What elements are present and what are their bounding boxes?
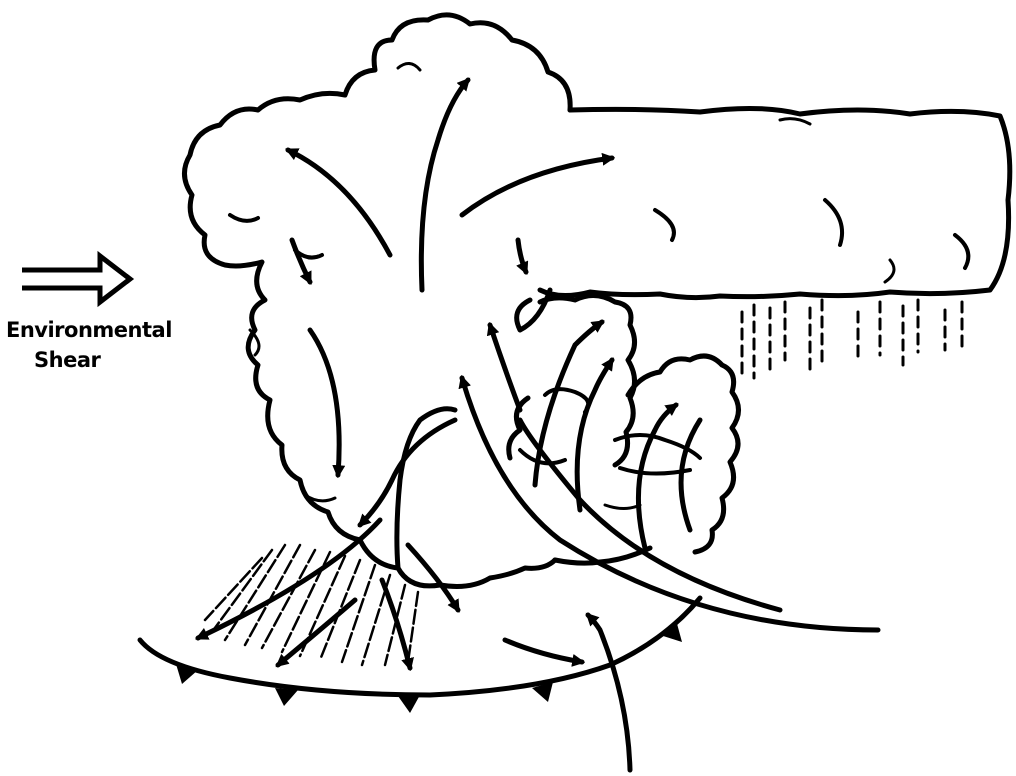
airflow-arrows <box>198 80 878 770</box>
rain-shafts <box>742 300 962 378</box>
environmental-label: Environmental <box>6 320 172 341</box>
environmental-shear-arrow-icon <box>22 256 130 302</box>
anvil-cloud <box>540 108 1010 297</box>
shear-label: Shear <box>34 350 100 371</box>
